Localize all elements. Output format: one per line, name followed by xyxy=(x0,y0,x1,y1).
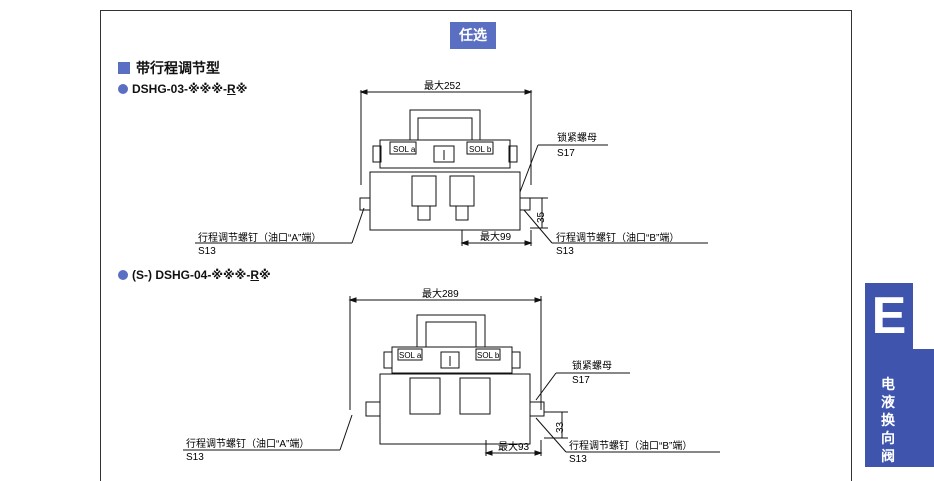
d1-height: 35 xyxy=(536,211,547,223)
valve-drawing-2: 最大289 SOL a SOL b 33 最大93 锁紧螺母 S17 行程调节螺… xyxy=(183,287,720,465)
model-2-tail: ※ xyxy=(259,268,271,282)
d1-adjust-b: 行程调节螺钉（油口“B”端） xyxy=(556,231,679,244)
d2-max-width: 最大289 xyxy=(422,287,459,300)
d2-adjust-a-size: S13 xyxy=(186,452,204,463)
d1-sol-a: SOL a xyxy=(393,145,416,154)
d2-lock-nut-size: S17 xyxy=(572,375,590,386)
d2-sol-b: SOL b xyxy=(477,351,500,360)
model-label-1: DSHG-03-※※※-R※ xyxy=(118,82,247,96)
d2-lock-nut: 锁紧螺母 xyxy=(572,359,612,372)
d1-lock-nut: 锁紧螺母 xyxy=(557,131,597,144)
d1-max-b: 最大99 xyxy=(480,230,512,243)
circle-bullet-icon xyxy=(118,270,128,280)
d1-adjust-b-size: S13 xyxy=(556,246,574,257)
d2-max-b: 最大93 xyxy=(498,440,530,453)
d1-max-width: 最大252 xyxy=(424,79,461,92)
d2-adjust-b: 行程调节螺钉（油口“B”端） xyxy=(569,439,692,452)
section-tab: E 电液换向阀 xyxy=(865,283,934,467)
option-badge: 任选 xyxy=(450,22,496,49)
d1-lock-nut-size: S17 xyxy=(557,148,575,159)
circle-bullet-icon xyxy=(118,84,128,94)
d2-adjust-b-size: S13 xyxy=(569,454,587,465)
section-tab-text: 电液换向阀 xyxy=(881,376,895,464)
section-title-text: 带行程调节型 xyxy=(136,60,220,76)
d1-sol-b: SOL b xyxy=(469,145,492,154)
model-1-tail: ※ xyxy=(235,82,248,96)
page-frame xyxy=(100,10,852,481)
valve-drawing-1: 最大252 SOL a SOL b 35 最大99 锁紧螺母 S17 行程调节螺… xyxy=(195,79,708,257)
tab-notch xyxy=(913,283,934,349)
model-2-suffix: R xyxy=(250,268,260,282)
square-bullet-icon xyxy=(118,62,130,74)
model-label-2: (S-) DSHG-04-※※※-R※ xyxy=(118,268,271,282)
d2-adjust-a: 行程调节螺钉（油口“A”端） xyxy=(186,437,309,450)
model-1-prefix: DSHG-03-※※※- xyxy=(132,82,228,96)
model-1-suffix: R xyxy=(227,82,236,96)
model-2-prefix: (S-) DSHG-04-※※※- xyxy=(132,268,251,282)
d2-height: 33 xyxy=(555,421,566,433)
d1-adjust-a: 行程调节螺钉（油口“A”端） xyxy=(198,231,321,244)
d1-adjust-a-size: S13 xyxy=(198,246,216,257)
section-letter: E xyxy=(865,283,913,349)
section-title: 带行程调节型 xyxy=(118,58,220,78)
d2-sol-a: SOL a xyxy=(399,351,422,360)
